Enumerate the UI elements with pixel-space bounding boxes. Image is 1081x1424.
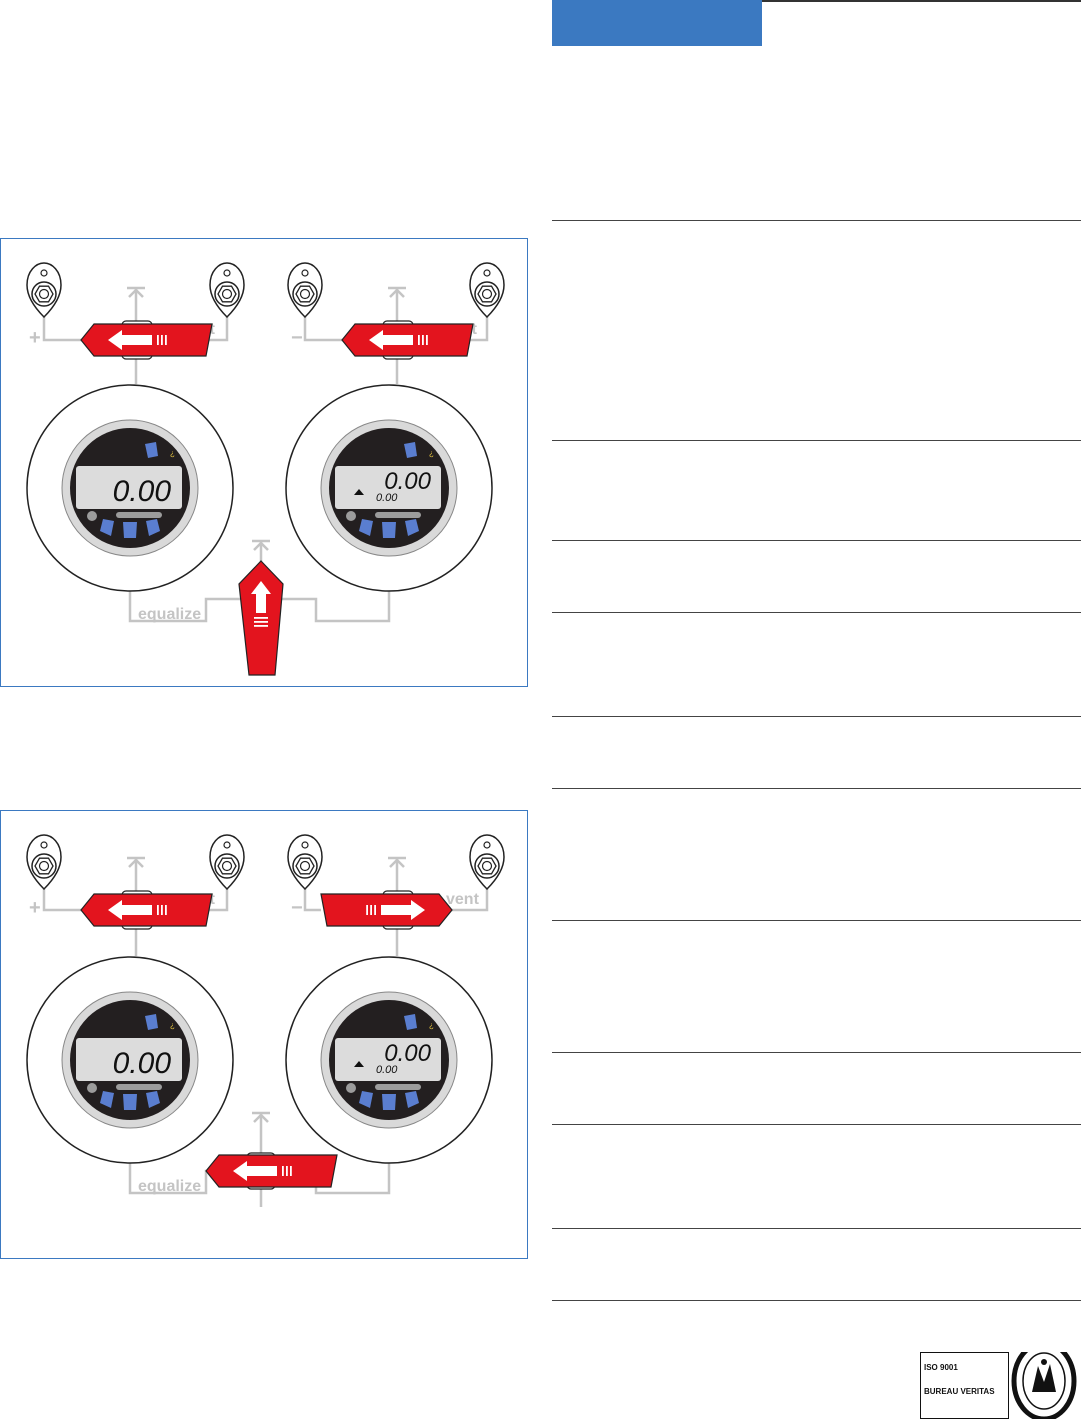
valve-handle-high (80, 323, 213, 357)
pressure-gauge-right: 0.00 0.00 (285, 956, 493, 1164)
minus-port-label: − (291, 897, 303, 919)
manifold-diagram-equalize-closed: ¿ (0, 810, 528, 1259)
lcd-reading: 0.00 (113, 475, 172, 508)
lcd-secondary-reading: 0.00 (376, 1064, 398, 1076)
fitting-icon (287, 834, 323, 890)
valve-handle-vent (320, 893, 453, 927)
pressure-gauge-left: 0.00 (26, 956, 234, 1164)
equalize-valve-handle (205, 1154, 338, 1188)
table-rule (552, 1228, 1081, 1229)
valve-handle-low (341, 323, 474, 357)
certifier-label: BUREAU VERITAS (924, 1387, 995, 1396)
fitting-icon (26, 834, 62, 890)
equalize-label: equalize (138, 606, 201, 623)
lcd-reading: 0.00 (384, 1040, 431, 1067)
fitting-icon (287, 262, 323, 318)
header-rule (762, 0, 1081, 2)
table-rule (552, 788, 1081, 789)
manifold-diagram-equalize-open: ¿ (0, 238, 528, 687)
section-tab (552, 0, 762, 46)
lcd-reading: 0.00 (113, 1047, 172, 1080)
plus-port-label: + (29, 897, 41, 919)
table-rule (552, 540, 1081, 541)
equalize-label: equalize (138, 1178, 201, 1195)
pressure-gauge-left: 0.00 (26, 384, 234, 592)
bureau-veritas-seal-icon (1011, 1340, 1077, 1422)
table-rule (552, 440, 1081, 441)
table-rule (552, 1052, 1081, 1053)
table-rule (552, 920, 1081, 921)
lcd-secondary-reading: 0.00 (376, 492, 398, 504)
table-rule (552, 1300, 1081, 1301)
minus-port-label: − (291, 327, 303, 349)
equalize-valve-handle (238, 560, 284, 676)
triangle-icon (354, 1061, 364, 1067)
fitting-icon (209, 834, 245, 890)
fitting-icon (26, 262, 62, 318)
plus-port-label: + (29, 327, 41, 349)
fitting-icon (469, 262, 505, 318)
certification-mark: ISO 9001 BUREAU VERITAS (920, 1340, 1081, 1422)
pressure-gauge-right: 0.00 0.00 (285, 384, 493, 592)
table-rule (552, 1124, 1081, 1125)
valve-handle-high (80, 893, 213, 927)
table-rule (552, 612, 1081, 613)
lcd-reading: 0.00 (384, 468, 431, 495)
table-rule (552, 716, 1081, 717)
triangle-icon (354, 489, 364, 495)
fitting-icon (469, 834, 505, 890)
vent-label: vent (446, 891, 480, 908)
table-rule (552, 220, 1081, 221)
fitting-icon (209, 262, 245, 318)
iso-standard-label: ISO 9001 (924, 1363, 958, 1372)
